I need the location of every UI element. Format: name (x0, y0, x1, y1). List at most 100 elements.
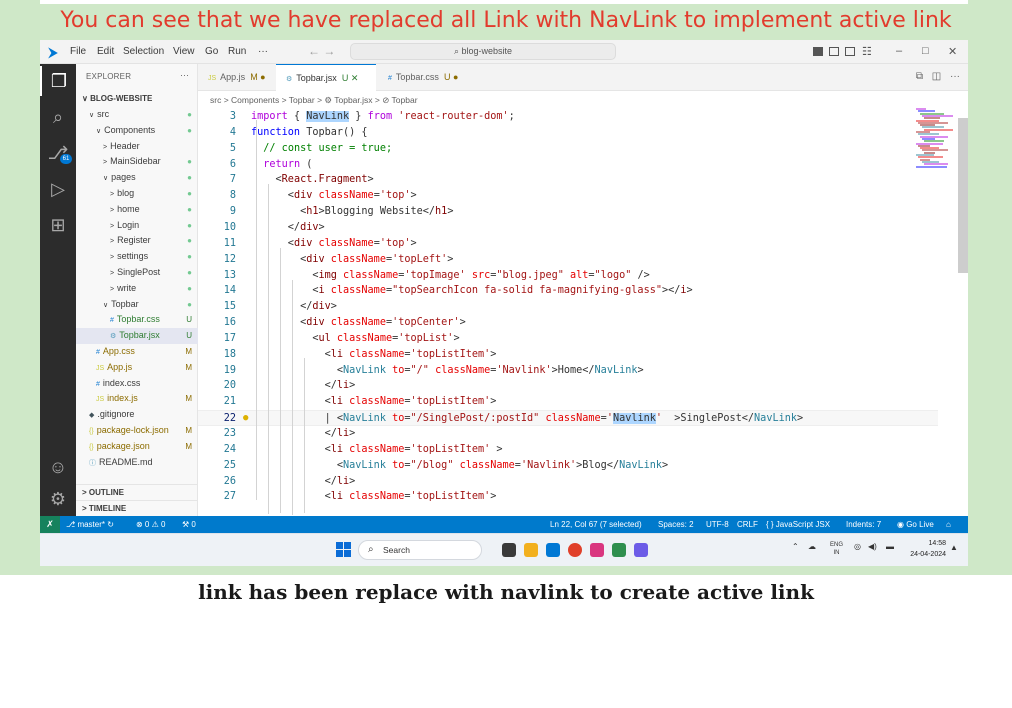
tray-chevron-icon[interactable]: ⌃ (792, 542, 799, 551)
code-line[interactable]: 11 <div className='top'> (198, 236, 938, 252)
code-line[interactable]: 16 <div className='topCenter'> (198, 315, 938, 331)
more-actions-icon[interactable]: ··· (950, 71, 960, 82)
chrome-icon[interactable] (568, 543, 582, 557)
git-branch[interactable]: ⎇ master* ↻ (66, 520, 114, 529)
tree-item[interactable]: >write● (76, 281, 198, 297)
tab-status[interactable]: U ● (443, 72, 459, 82)
command-center-search[interactable]: ⌕ blog-website (350, 43, 616, 60)
tree-item[interactable]: ◆.gitignore (76, 407, 198, 423)
explorer-icon[interactable]: ❐ (40, 66, 76, 96)
lightbulb-icon[interactable]: ● (243, 413, 249, 424)
app-icon[interactable] (590, 543, 604, 557)
maximize-icon[interactable]: □ (922, 45, 929, 57)
split-editor-icon[interactable]: ⧉ (915, 71, 923, 82)
tab-status[interactable]: U ✕ (341, 73, 359, 83)
menu-selection[interactable]: Selection (123, 46, 165, 57)
tab-status[interactable]: M ● (250, 72, 266, 82)
menu-edit[interactable]: Edit (97, 46, 115, 57)
indents-setting[interactable]: Indents: 7 (846, 520, 882, 529)
file-encoding[interactable]: UTF-8 (706, 520, 729, 529)
code-line[interactable]: 17 <ul className='topList'> (198, 331, 938, 347)
code-line[interactable]: 19 <NavLink to="/" className='Navlink'>H… (198, 363, 938, 379)
problems-count[interactable]: ⊗ 0 ⚠ 0 (136, 520, 166, 529)
tree-item[interactable]: >MainSidebar● (76, 154, 198, 170)
minimap[interactable] (914, 108, 954, 168)
customize-layout-icon[interactable]: ☷ (862, 46, 872, 58)
notifications-icon[interactable]: ⌂ (946, 520, 951, 529)
code-line[interactable]: 26 </li> (198, 474, 938, 490)
toggle-secondary-sidebar-icon[interactable] (845, 47, 855, 56)
end-of-line[interactable]: CRLF (737, 520, 758, 529)
menu-view[interactable]: View (173, 46, 195, 57)
code-line[interactable]: 23 </li> (198, 426, 938, 442)
code-line[interactable]: 21 <li className='topListItem'> (198, 394, 938, 410)
tree-item[interactable]: >Register● (76, 233, 198, 249)
code-line[interactable]: 13 <img className='topImage' src="blog.j… (198, 268, 938, 284)
taskbar-search-box[interactable]: ⌕ Search (358, 540, 482, 560)
breadcrumb[interactable]: src > Components > Topbar > ⚙ Topbar.jsx… (198, 92, 968, 108)
tree-item[interactable]: #index.css (76, 376, 198, 392)
tree-item[interactable]: >home● (76, 202, 198, 218)
store-icon[interactable] (612, 543, 626, 557)
indentation-spaces[interactable]: Spaces: 2 (658, 520, 694, 529)
menu-more[interactable]: ··· (258, 46, 268, 57)
toggle-panel-icon[interactable] (829, 47, 839, 56)
toggle-sidebar-icon[interactable] (813, 47, 823, 56)
code-line[interactable]: 18 <li className='topListItem'> (198, 347, 938, 363)
extensions-icon[interactable]: ⊞ (50, 215, 66, 235)
windows-start-icon[interactable] (336, 542, 352, 558)
outline-section[interactable]: > OUTLINE (76, 484, 198, 500)
tree-item[interactable]: ∨src● (76, 107, 198, 123)
search-icon[interactable]: ⌕ (52, 107, 64, 127)
code-line[interactable]: 20 </li> (198, 378, 938, 394)
language-mode[interactable]: { } JavaScript JSX (766, 520, 831, 529)
minimize-icon[interactable]: – (896, 45, 903, 57)
file-explorer-icon[interactable] (502, 543, 516, 557)
tree-item[interactable]: ∨pages● (76, 170, 198, 186)
file-manager-icon[interactable] (524, 543, 538, 557)
code-line[interactable]: 9 <h1>Blogging Website</h1> (198, 204, 938, 220)
taskbar-clock[interactable]: 14:58 24-04-2024 (902, 538, 946, 560)
code-line[interactable]: 8 <div className='top'> (198, 188, 938, 204)
open-changes-icon[interactable]: ◫ (931, 71, 942, 82)
menu-run[interactable]: Run (228, 46, 247, 57)
tree-item[interactable]: >SinglePost● (76, 265, 198, 281)
menu-go[interactable]: Go (205, 46, 219, 57)
tree-item[interactable]: ∨Components● (76, 123, 198, 139)
code-line[interactable]: 22● | <NavLink to="/SinglePost/:postId" … (198, 410, 938, 426)
copilot-icon[interactable] (634, 543, 648, 557)
code-line[interactable]: 6 return ( (198, 157, 938, 173)
battery-icon[interactable]: ▬ (886, 542, 894, 551)
timeline-section[interactable]: > TIMELINE (76, 500, 198, 516)
tree-item[interactable]: >Header (76, 139, 198, 155)
code-line[interactable]: 25 <NavLink to="/blog" className='Navlin… (198, 458, 938, 474)
language-indicator[interactable]: ENG IN (830, 541, 843, 557)
notification-bell-icon[interactable]: ▲ (950, 543, 958, 552)
source-control-icon[interactable]: ⎇61 (40, 138, 76, 168)
accounts-icon[interactable]: ☺ (48, 457, 68, 477)
tree-item[interactable]: >Login● (76, 218, 198, 234)
tree-item[interactable]: ∨Topbar● (76, 297, 198, 313)
close-icon[interactable]: ✕ (948, 46, 958, 58)
nav-arrows-icon[interactable]: ← → (308, 44, 336, 58)
remote-indicator-icon[interactable]: ✗ (40, 516, 60, 533)
network-icon[interactable]: ◎ (854, 542, 861, 551)
settings-gear-icon[interactable]: ⚙ (49, 489, 67, 509)
menu-file[interactable]: File (70, 46, 87, 57)
code-line[interactable]: 15 </div> (198, 299, 938, 315)
go-live-button[interactable]: ◉ Go Live (897, 520, 934, 529)
explorer-more-icon[interactable]: ··· (180, 70, 189, 80)
tree-root[interactable]: ∨ BLOG-WEBSITE (82, 94, 153, 103)
